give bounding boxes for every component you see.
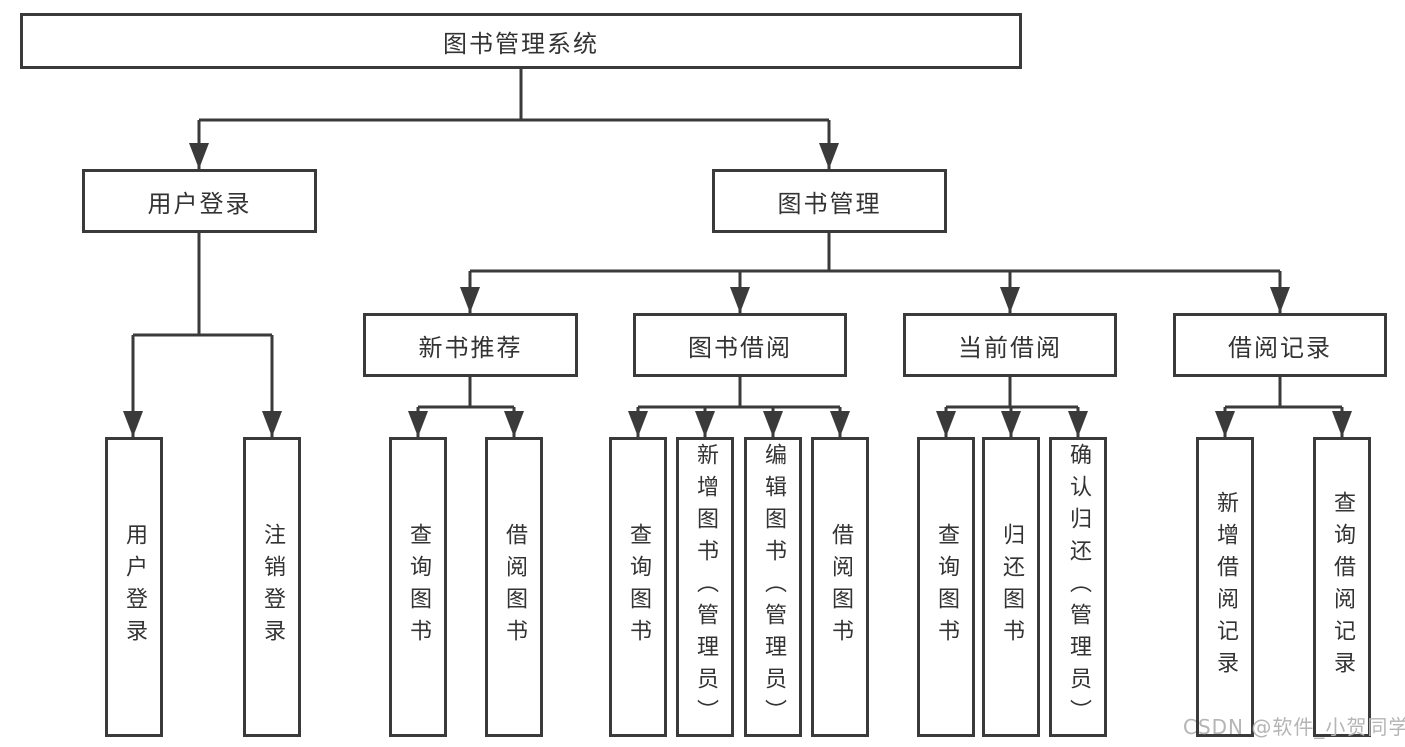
node-borrowing-records: 借阅记录	[1173, 313, 1387, 377]
leaf-logout-label: 注销登录	[260, 523, 285, 651]
node-book-borrowing: 图书借阅	[633, 313, 847, 377]
node-root: 图书管理系统	[20, 13, 1022, 69]
leaf-add-borrow-record-label: 新增借阅记录	[1213, 491, 1238, 683]
leaf-query-books-recommend-label: 查询图书	[406, 523, 431, 651]
node-book-management-label: 图书管理	[777, 189, 882, 218]
leaf-return-books: 归还图书	[982, 437, 1040, 737]
leaf-user-login: 用户登录	[105, 437, 163, 737]
leaf-user-login-label: 用户登录	[122, 523, 147, 651]
leaf-confirm-return-admin-label: 确认归还（管理员）	[1066, 443, 1091, 731]
arrowhead-icons	[123, 143, 1352, 437]
leaf-query-books-borrowing-label: 查询图书	[626, 523, 651, 651]
node-root-label: 图书管理系统	[443, 29, 599, 58]
node-new-book-recommend-label: 新书推荐	[418, 333, 523, 362]
node-user-login: 用户登录	[82, 169, 317, 233]
node-book-borrowing-label: 图书借阅	[688, 333, 792, 362]
leaf-borrow-books: 借阅图书	[811, 437, 869, 737]
leaf-query-books-current-label: 查询图书	[934, 523, 959, 651]
node-user-login-label: 用户登录	[147, 189, 252, 218]
node-borrowing-records-label: 借阅记录	[1228, 333, 1332, 362]
leaf-edit-books-admin-label: 编辑图书（管理员）	[761, 443, 786, 731]
node-current-borrowing: 当前借阅	[903, 313, 1117, 377]
leaf-add-books-admin: 新增图书（管理员）	[676, 437, 734, 737]
leaf-add-books-admin-label: 新增图书（管理员）	[693, 443, 718, 731]
csdn-watermark: CSDN @软件_小贺同学	[1183, 715, 1405, 739]
leaf-edit-books-admin: 编辑图书（管理员）	[744, 437, 802, 737]
leaf-borrow-books-recommend: 借阅图书	[485, 437, 543, 737]
node-new-book-recommend: 新书推荐	[363, 313, 578, 377]
leaf-query-books-recommend: 查询图书	[389, 437, 447, 737]
leaf-borrow-books-recommend-label: 借阅图书	[502, 523, 527, 651]
leaf-query-books-borrowing: 查询图书	[609, 437, 667, 737]
leaf-query-books-current: 查询图书	[917, 437, 975, 737]
node-book-management: 图书管理	[712, 169, 947, 233]
leaf-add-borrow-record: 新增借阅记录	[1196, 437, 1254, 737]
leaf-query-borrow-record: 查询借阅记录	[1313, 437, 1371, 737]
node-current-borrowing-label: 当前借阅	[958, 333, 1062, 362]
leaf-borrow-books-label: 借阅图书	[828, 523, 853, 651]
leaf-query-borrow-record-label: 查询借阅记录	[1330, 491, 1355, 683]
leaf-return-books-label: 归还图书	[999, 523, 1024, 651]
leaf-logout: 注销登录	[243, 437, 301, 737]
leaf-confirm-return-admin: 确认归还（管理员）	[1049, 437, 1107, 737]
